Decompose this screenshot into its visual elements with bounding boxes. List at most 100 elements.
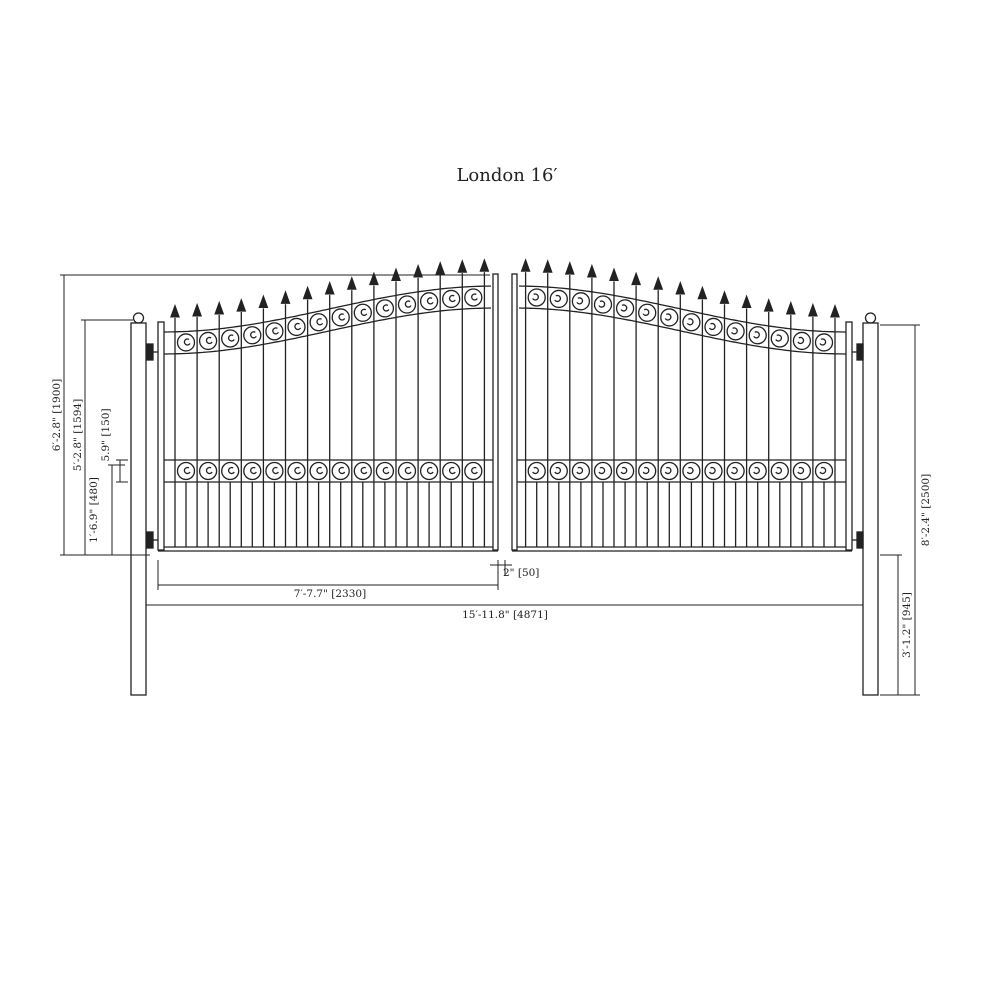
top-scroll <box>419 292 439 311</box>
spear-finial <box>214 300 225 315</box>
post-body <box>862 322 879 696</box>
mid-scroll <box>571 461 591 481</box>
mid-scroll <box>464 461 483 481</box>
drawing-title: London 16′ <box>456 165 557 186</box>
post-body <box>130 322 147 696</box>
mid-scroll <box>682 461 701 481</box>
scroll-curl <box>272 466 279 475</box>
mid-scroll <box>792 461 812 481</box>
top-scroll <box>375 299 395 318</box>
scroll-curl <box>642 308 650 316</box>
mid-scroll <box>265 461 284 481</box>
scroll-curl <box>775 334 782 342</box>
scroll-curl <box>642 466 650 475</box>
scroll-curl <box>819 466 827 475</box>
top-scroll <box>243 326 262 345</box>
hinge-stile <box>845 321 853 551</box>
top-scroll <box>615 299 635 318</box>
scroll-curl <box>576 466 584 475</box>
mid-scroll <box>419 461 439 481</box>
gate-leaves <box>130 258 879 696</box>
scroll-curl <box>294 466 302 475</box>
scroll-curl <box>449 294 456 303</box>
scroll-curl <box>731 327 738 335</box>
latch-stile <box>511 273 518 551</box>
top-band-lower-rail <box>164 307 492 355</box>
mid-scroll <box>287 461 306 481</box>
spear-finial <box>192 302 203 317</box>
spear-finial <box>324 280 335 295</box>
scroll-curl <box>532 293 539 301</box>
top-scroll <box>792 331 812 351</box>
scroll-curl <box>338 313 346 321</box>
top-scroll <box>265 322 284 341</box>
dim-scroll-band: 5.9" [150] <box>100 408 112 461</box>
scroll-curl <box>797 336 805 345</box>
mid-scroll <box>375 461 395 481</box>
scroll-curl <box>183 338 191 346</box>
scroll-curl <box>228 334 235 342</box>
top-scroll <box>660 308 679 327</box>
mid-scroll <box>638 461 657 481</box>
scroll-curl <box>449 466 456 475</box>
spear-finial <box>258 294 269 309</box>
scroll-curl <box>382 304 390 312</box>
top-scroll <box>704 317 723 337</box>
spear-finial <box>479 258 490 272</box>
spear-finial <box>457 259 468 273</box>
spear-finial <box>631 271 642 286</box>
mid-scroll <box>397 461 417 481</box>
spear-finial <box>741 294 752 309</box>
scroll-curl <box>708 322 716 331</box>
top-scroll <box>770 329 789 348</box>
scroll-curl <box>686 318 694 326</box>
top-scroll <box>464 288 483 307</box>
scroll-curl <box>404 466 412 475</box>
spear-finial <box>807 302 818 317</box>
scroll-curl <box>426 466 434 475</box>
top-scroll <box>638 303 657 322</box>
top-rail <box>518 285 846 333</box>
dim-post-in-ground: 3′-1.2" [945] <box>901 592 913 658</box>
scroll-curl <box>686 466 694 475</box>
scroll-curl <box>532 466 539 475</box>
top-scroll <box>442 289 461 309</box>
scroll-curl <box>664 466 672 475</box>
right-post <box>862 312 879 696</box>
hinge <box>146 531 154 549</box>
mid-scroll <box>353 461 372 481</box>
scroll-curl <box>360 466 368 475</box>
scroll-curl <box>228 466 235 475</box>
hinge <box>856 531 864 549</box>
scroll-curl <box>205 336 213 345</box>
spear-finial <box>280 290 291 304</box>
scroll-curl <box>250 466 257 475</box>
mid-scroll <box>726 461 745 481</box>
top-scroll <box>527 288 546 307</box>
scroll-curl <box>338 466 346 475</box>
scroll-curl <box>797 466 805 475</box>
mid-scroll <box>309 461 328 481</box>
scroll-curl <box>250 331 257 339</box>
scroll-curl <box>554 294 561 303</box>
mid-scroll <box>176 461 196 481</box>
top-scroll <box>331 308 350 327</box>
mid-scroll <box>748 461 767 481</box>
top-scroll <box>549 289 568 309</box>
top-scroll <box>571 292 591 311</box>
mid-scroll <box>221 461 240 481</box>
scroll-curl <box>183 466 191 475</box>
scroll-curl <box>620 466 628 475</box>
top-scroll <box>726 322 745 341</box>
scroll-curl <box>731 466 738 475</box>
top-scroll <box>397 295 417 314</box>
mid-scroll <box>660 461 679 481</box>
top-rail <box>164 285 492 333</box>
scroll-curl <box>426 297 434 305</box>
scroll-curl <box>205 466 213 475</box>
spear-finial <box>368 271 379 286</box>
spear-finial <box>763 298 774 312</box>
dim-overall-width: 15′-11.8" [4871] <box>462 609 548 621</box>
spear-finial <box>413 263 424 278</box>
